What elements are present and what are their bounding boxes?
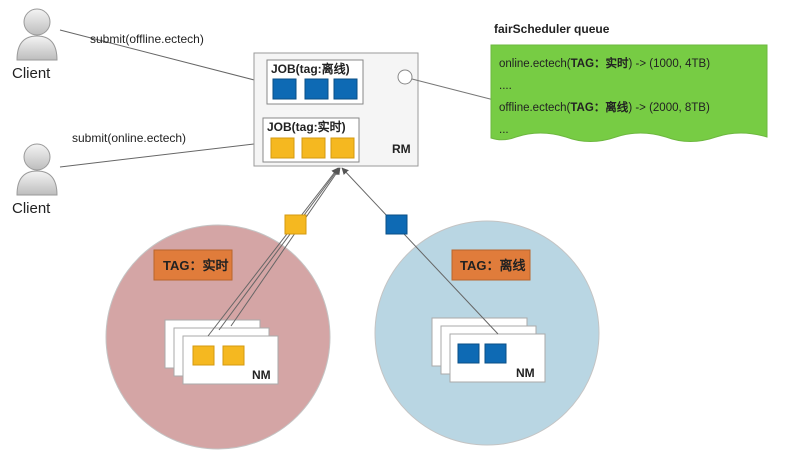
job-realtime-label: JOB(tag:实时) [267, 119, 346, 134]
user-icon [16, 8, 58, 61]
client-1-label: Client [12, 65, 51, 82]
job-offline: JOB(tag:离线) [266, 59, 364, 105]
queue-line-ellipsis: .... [499, 80, 512, 92]
job-offline-task [304, 78, 329, 100]
job-offline-task [272, 78, 297, 100]
offline-tag-label: TAG：离线 [460, 258, 525, 273]
job-offline-task [333, 78, 358, 100]
rm-queue-connector [397, 69, 413, 85]
submit-online-arrow [59, 140, 263, 168]
client-1: Client [12, 8, 58, 82]
submit-online-label: submit(online.ectech) [72, 131, 186, 145]
realtime-nm-arrow [230, 167, 341, 327]
realtime-nm-label: NM [252, 368, 271, 382]
nm-realtime-task [192, 345, 215, 366]
rm-queue-link [411, 78, 495, 101]
submit-offline-label: submit(offline.ectech) [90, 32, 204, 46]
realtime-tag-label: TAG：实时 [163, 258, 228, 273]
realtime-tag: TAG：实时 [153, 249, 233, 281]
nm-realtime-task [222, 345, 245, 366]
job-offline-label: JOB(tag:离线) [271, 61, 350, 76]
queue-line-offline: offline.ectech(TAG：离线) -> (2000, 8TB) [499, 100, 710, 114]
rm-label: RM [392, 142, 411, 156]
client-2: Client [12, 143, 58, 217]
nm-offline-task [484, 343, 507, 364]
realtime-node-managers: NM [164, 319, 279, 385]
realtime-nm-arrow [218, 167, 340, 331]
offline-nm-arrow [341, 167, 499, 335]
resource-manager: JOB(tag:离线) JOB(tag:实时) RM [253, 52, 419, 167]
offline-node-managers: NM [431, 317, 546, 383]
queue-line-online: online.ectech(TAG：实时) -> (1000, 4TB) [499, 56, 710, 70]
realtime-nm-arrow [207, 167, 339, 337]
user-icon [16, 143, 58, 196]
offline-nm-label: NM [516, 366, 535, 380]
queue-banner [490, 44, 768, 142]
fair-scheduler-queue: fairScheduler queue online.ectech(TAG：实时… [490, 22, 768, 142]
queue-line-ellipsis: ... [499, 124, 509, 136]
nm-offline-task [457, 343, 480, 364]
realtime-task-marker [284, 214, 307, 235]
offline-tag: TAG：离线 [451, 249, 531, 281]
offline-task-marker [385, 214, 408, 235]
submit-offline-arrow [59, 29, 263, 84]
job-realtime-task [330, 137, 355, 159]
client-2-label: Client [12, 200, 51, 217]
job-realtime-task [270, 137, 295, 159]
job-realtime: JOB(tag:实时) [262, 117, 360, 163]
job-realtime-task [301, 137, 326, 159]
queue-title: fairScheduler queue [494, 22, 610, 36]
